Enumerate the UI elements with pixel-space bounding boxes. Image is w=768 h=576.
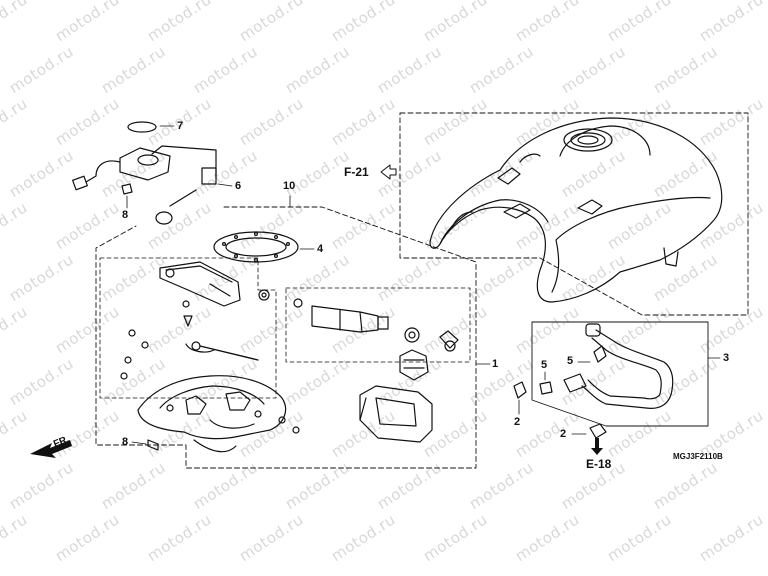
fuel-pump-assembly-group: [95, 206, 477, 469]
fuel-pump: [293, 298, 459, 352]
fuel-level-bracket: [159, 261, 241, 307]
callout-3: 3: [723, 352, 730, 364]
callout-2-left: 2: [514, 416, 521, 428]
fuel-tank-group: [399, 112, 749, 316]
callout-6: 6: [235, 180, 242, 192]
callout-8-top: 8: [122, 209, 129, 221]
callout-1: 1: [492, 358, 499, 370]
front-arrow-icon: [30, 440, 72, 458]
nut-8-bottom: [147, 439, 159, 451]
ref-f21: F-21: [344, 165, 369, 179]
pump-base-plate: [137, 375, 287, 453]
assembly-10-dashed-frame: [95, 206, 477, 469]
gasket: [213, 231, 299, 263]
fuel-tank-dashed-frame: [399, 112, 749, 316]
callout-5-left: 5: [541, 359, 548, 371]
fuel-tank: [429, 117, 723, 303]
leader-lines: [126, 125, 721, 445]
grommet: [258, 289, 270, 301]
subassembly-dashed-frame: [99, 257, 277, 399]
fuel-hose-dashed-frame: [531, 321, 709, 427]
fuel-level-sensor: [72, 121, 217, 225]
pump-housing: [359, 385, 433, 443]
bolt-small: [183, 315, 193, 327]
callout-4: 4: [317, 243, 324, 255]
e18-arrow-icon: [591, 438, 603, 455]
bolt: [278, 416, 286, 424]
ref-e18: E-18: [586, 457, 612, 471]
callout-2-right: 2: [560, 428, 567, 440]
pump-unit-dashed-frame: [285, 287, 471, 363]
diagram-code: MGJ3F2110B: [673, 452, 723, 461]
callout-7: 7: [177, 120, 184, 132]
fuel-hose-group: [513, 321, 709, 439]
clip: [182, 300, 190, 308]
fuel-filter: [399, 349, 429, 381]
o-ring: [127, 121, 157, 133]
fuel-hose: [513, 323, 674, 439]
callout-8-bottom: 8: [122, 436, 129, 448]
nut-8-top: [121, 183, 133, 195]
f21-arrow-icon: [380, 164, 397, 180]
callout-10: 10: [283, 180, 296, 192]
callout-5-right: 5: [567, 355, 574, 367]
